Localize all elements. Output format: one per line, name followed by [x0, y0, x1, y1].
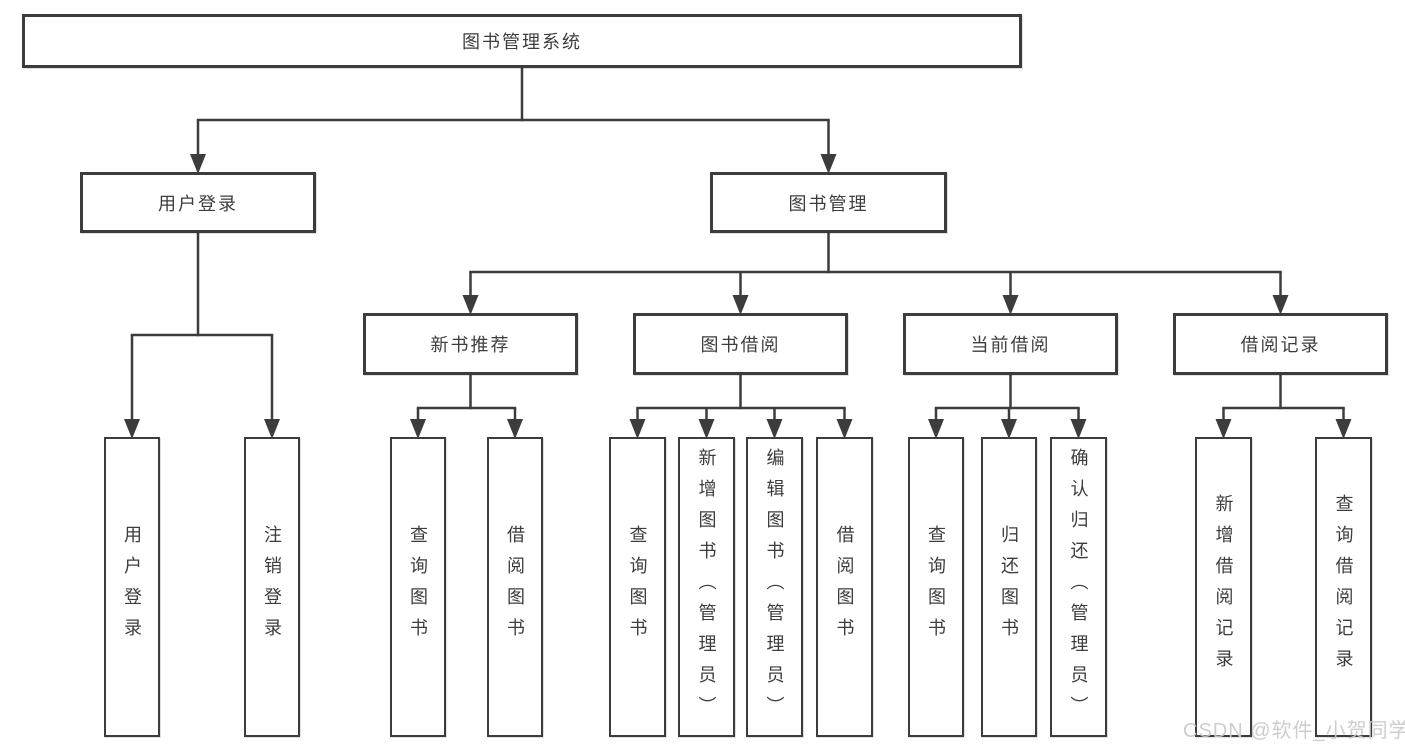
node-borrow-records: 借阅记录 [1173, 313, 1388, 375]
node-cb-query-books: 查询图书 [908, 437, 964, 737]
node-label: 归还图书 [999, 525, 1019, 649]
node-label: 新增图书（管理员） [696, 447, 717, 727]
node-br-add-record: 新增借阅记录 [1195, 437, 1252, 737]
node-label: 借阅记录 [1240, 335, 1321, 355]
node-label: 查询借阅记录 [1333, 494, 1354, 680]
node-label: 图书管理系统 [462, 32, 582, 52]
node-label: 当前借阅 [970, 335, 1051, 355]
node-label: 注销登录 [262, 525, 282, 649]
node-bb-add-books: 新增图书（管理员） [678, 437, 735, 737]
node-label: 图书管理 [788, 193, 869, 214]
node-user-login: 用户登录 [80, 172, 316, 233]
node-label: 用户登录 [122, 525, 142, 649]
node-cb-confirm-return: 确认归还（管理员） [1050, 437, 1107, 737]
node-label: 借阅图书 [505, 525, 525, 649]
node-label: 新增借阅记录 [1213, 494, 1234, 680]
node-logout-leaf: 注销登录 [244, 437, 300, 737]
node-label: 图书借阅 [700, 335, 781, 355]
node-label: 确认归还（管理员） [1068, 447, 1089, 727]
node-new-book-rec: 新书推荐 [363, 313, 578, 375]
node-label: 查询图书 [926, 525, 946, 649]
node-label: 查询图书 [627, 525, 648, 649]
node-label: 新书推荐 [430, 335, 511, 355]
node-bb-query-books: 查询图书 [609, 437, 666, 737]
node-bb-edit-books: 编辑图书（管理员） [746, 437, 803, 737]
node-nbr-borrow-books: 借阅图书 [487, 437, 543, 737]
node-cb-return-books: 归还图书 [981, 437, 1037, 737]
node-book-borrow: 图书借阅 [633, 313, 848, 375]
node-label: 用户登录 [158, 193, 238, 214]
csdn-watermark: CSDN @软件_小贺同学 [1183, 720, 1405, 742]
node-label: 编辑图书（管理员） [764, 447, 785, 727]
node-label: 借阅图书 [834, 525, 855, 649]
node-current-borrow: 当前借阅 [903, 313, 1118, 375]
node-label: 查询图书 [408, 525, 428, 649]
node-book-mgmt: 图书管理 [710, 172, 947, 233]
node-root: 图书管理系统 [22, 14, 1022, 68]
node-nbr-query-books: 查询图书 [390, 437, 446, 737]
node-bb-borrow-books: 借阅图书 [816, 437, 873, 737]
node-br-query-record: 查询借阅记录 [1315, 437, 1372, 737]
node-user-login-leaf: 用户登录 [104, 437, 160, 737]
